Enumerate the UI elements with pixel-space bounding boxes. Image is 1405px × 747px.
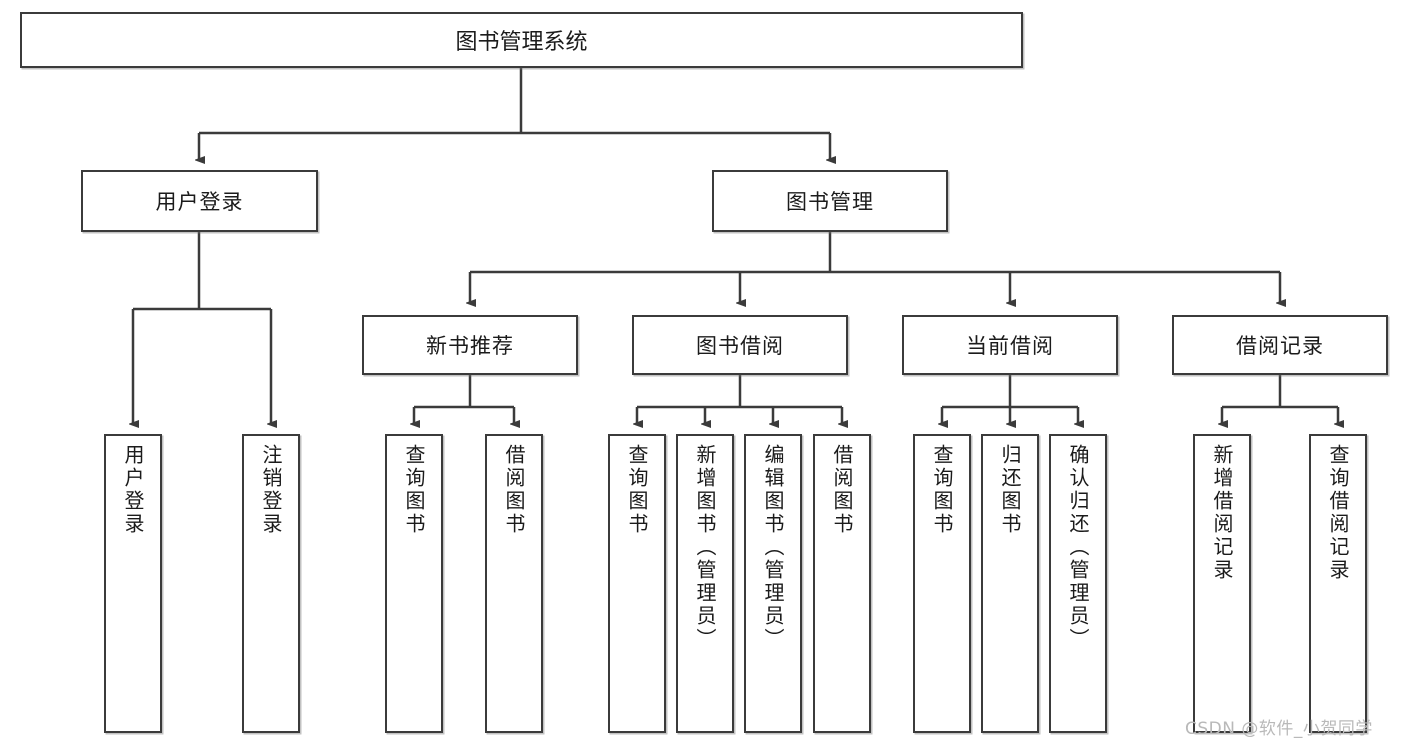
node-new-book-recommend[interactable]: 新书推荐 xyxy=(362,315,578,375)
leaf-user-login-signout[interactable]: 注销登录 xyxy=(242,434,300,733)
node-label: 借阅图书 xyxy=(502,444,526,536)
node-label: 归还图书 xyxy=(998,444,1022,536)
leaf-borrow-add-book-admin[interactable]: 新增图书（管理员） xyxy=(676,434,734,733)
node-label: 图书管理 xyxy=(786,190,874,214)
leaf-recommend-query-book[interactable]: 查询图书 xyxy=(385,434,443,733)
node-label: 查询借阅记录 xyxy=(1326,444,1350,582)
node-user-login[interactable]: 用户登录 xyxy=(81,170,318,232)
node-book-borrow[interactable]: 图书借阅 xyxy=(632,315,848,375)
leaf-current-query-book[interactable]: 查询图书 xyxy=(913,434,971,733)
leaf-current-return-book[interactable]: 归还图书 xyxy=(981,434,1039,733)
node-label: 图书借阅 xyxy=(696,334,784,358)
node-label: 新书推荐 xyxy=(426,334,514,358)
node-label: 用户登录 xyxy=(155,190,244,214)
leaf-current-confirm-return-admin[interactable]: 确认归还（管理员） xyxy=(1049,434,1107,733)
leaf-recommend-borrow-book[interactable]: 借阅图书 xyxy=(485,434,543,733)
node-root-system[interactable]: 图书管理系统 xyxy=(20,12,1023,68)
node-label: 借阅图书 xyxy=(830,444,854,536)
node-label: 新增图书（管理员） xyxy=(693,444,717,651)
node-label: 图书管理系统 xyxy=(455,30,588,55)
leaf-user-login-signin[interactable]: 用户登录 xyxy=(104,434,162,733)
leaf-record-add-record[interactable]: 新增借阅记录 xyxy=(1193,434,1251,733)
watermark: CSDN @软件_小贺同学 xyxy=(1185,719,1373,739)
node-book-management[interactable]: 图书管理 xyxy=(712,170,948,232)
leaf-borrow-query-book[interactable]: 查询图书 xyxy=(608,434,666,733)
node-borrow-record[interactable]: 借阅记录 xyxy=(1172,315,1388,375)
leaf-record-query-record[interactable]: 查询借阅记录 xyxy=(1309,434,1367,733)
node-label: 查询图书 xyxy=(625,444,649,536)
node-label: 注销登录 xyxy=(259,444,283,536)
node-label: 新增借阅记录 xyxy=(1210,444,1234,582)
node-label: 查询图书 xyxy=(930,444,954,536)
node-label: 编辑图书（管理员） xyxy=(761,444,785,651)
node-label: 查询图书 xyxy=(402,444,426,536)
leaf-borrow-edit-book-admin[interactable]: 编辑图书（管理员） xyxy=(744,434,802,733)
node-current-borrow[interactable]: 当前借阅 xyxy=(902,315,1118,375)
node-label: 当前借阅 xyxy=(966,334,1054,358)
node-label: 确认归还（管理员） xyxy=(1066,444,1090,651)
node-label: 借阅记录 xyxy=(1236,334,1324,358)
node-label: 用户登录 xyxy=(121,444,145,536)
leaf-borrow-borrow-book[interactable]: 借阅图书 xyxy=(813,434,871,733)
